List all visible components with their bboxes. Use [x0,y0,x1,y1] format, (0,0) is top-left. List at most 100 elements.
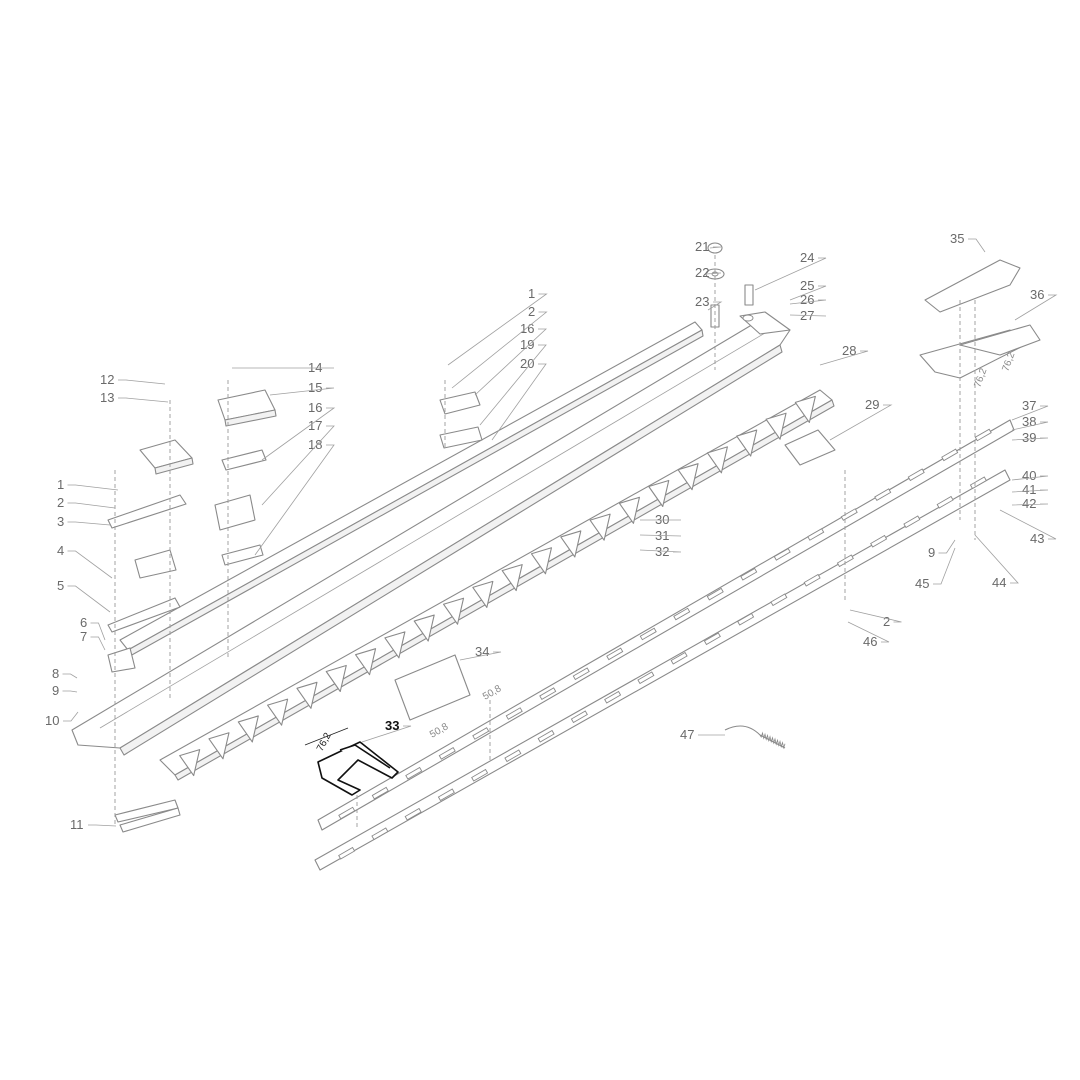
leader-29 [829,404,893,441]
callout-3: 3 [57,514,64,529]
leader-45 [933,547,956,585]
leader-38 [1011,421,1049,431]
callout-labels: 1234567891011121314151617181216192021222… [45,231,1044,832]
leader-44 [974,534,1019,584]
callout-19: 19 [520,337,534,352]
slot [840,508,858,521]
spring-47 [724,725,786,750]
leader-2 [451,311,548,389]
leader-40 [1011,475,1049,481]
callout-11: 11 [70,817,84,832]
guard-finger [765,412,787,440]
guard-finger [736,429,758,457]
leader-34 [459,651,502,661]
slot [338,846,356,860]
guard-finger [442,597,465,625]
leader-15 [269,387,335,396]
slot [505,707,523,720]
slot [803,573,821,587]
leader-2 [849,609,902,623]
knife-bar-slots [338,428,992,860]
leader-33 [361,725,412,743]
callout-7: 7 [80,629,87,644]
callout-2: 2 [57,495,64,510]
guard-finger [296,681,318,709]
callout-17: 17 [308,418,322,433]
callout-14: 14 [308,360,322,375]
slot [637,671,655,685]
guard-finger [208,732,230,760]
callout-2: 2 [528,304,535,319]
slot [537,729,555,743]
slot [770,593,788,607]
callout-43: 43 [1030,531,1044,546]
callout-9: 9 [928,545,935,560]
slot [604,690,622,704]
knife-back-bar [314,419,1015,871]
leader-36 [1014,294,1058,321]
leader-5 [67,585,111,613]
knife-section-group-34 [394,654,471,721]
leader-25 [789,285,827,301]
leader-1 [67,484,119,491]
slot [773,548,791,561]
callout-15: 15 [308,380,322,395]
callout-39: 39 [1022,430,1036,445]
guard-finger [472,580,494,608]
slot [371,786,389,800]
callout-5: 5 [57,578,64,593]
leader-27 [789,314,827,317]
slot [606,647,624,661]
slot [504,749,522,763]
callout-23: 23 [695,294,709,309]
leader-2 [67,502,116,509]
leader-24 [754,257,827,291]
guard-finger [560,530,582,558]
guard-finger [648,479,670,508]
leader-10 [63,711,79,722]
slot [371,827,389,841]
left-clamp-assembly [107,439,194,833]
callout-26: 26 [800,292,814,307]
leader-41 [1011,489,1049,493]
slot [670,651,688,665]
callout-45: 45 [915,576,929,591]
slot [405,766,423,780]
callout-33: 33 [385,718,399,733]
callout-28: 28 [842,343,856,358]
slot [737,612,755,626]
slot [706,587,724,601]
guard-finger [706,446,728,474]
leader-16 [474,328,548,396]
callout-30: 30 [655,512,669,527]
callout-2: 2 [883,614,890,629]
slot [673,607,691,621]
leader-1 [447,293,548,366]
leader-23 [707,301,723,311]
leader-21 [709,246,722,249]
guard-finger [355,648,377,676]
slot [437,788,455,802]
callout-46: 46 [863,634,877,649]
leader-28 [819,350,869,366]
guard-finger [677,463,699,491]
callout-20: 20 [520,356,534,371]
leader-32 [639,549,682,553]
callout-38: 38 [1022,414,1036,429]
leader-42 [1011,503,1049,506]
slot [404,807,422,821]
slot [570,710,588,724]
slot [703,632,721,646]
callout-24: 24 [800,250,814,265]
slot [941,448,959,462]
leader-19 [479,344,547,426]
leader-4 [67,550,113,579]
leader-37 [1011,405,1049,421]
guard-finger [794,395,816,423]
callout-6: 6 [80,615,87,630]
guard-finger [589,513,611,541]
leader-20 [491,363,547,441]
slot [438,747,456,760]
